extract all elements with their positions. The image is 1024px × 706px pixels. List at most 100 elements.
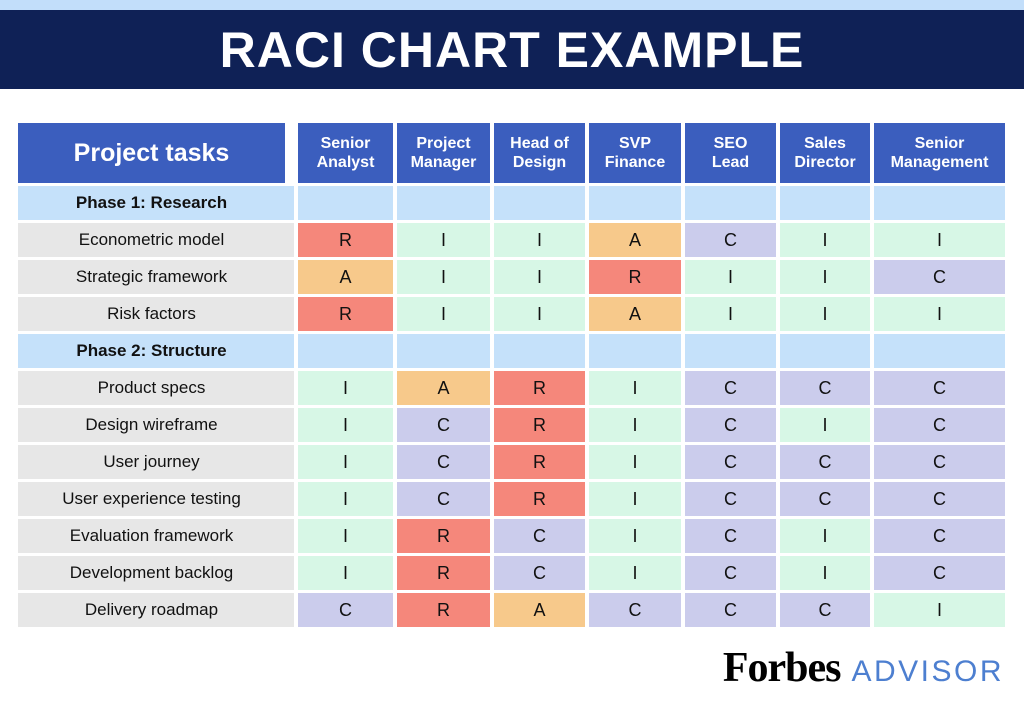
raci-cell: I [298, 445, 393, 479]
phase-spacer-cell [494, 334, 585, 368]
raci-cell: I [780, 297, 870, 331]
task-label: Econometric model [18, 223, 294, 257]
raci-cell: I [780, 519, 870, 553]
phase-spacer-cell [397, 186, 490, 220]
top-accent-strip [0, 0, 1024, 10]
raci-cell: C [685, 519, 776, 553]
phase-spacer-cell [780, 186, 870, 220]
raci-cell: C [874, 260, 1005, 294]
raci-cell: A [494, 593, 585, 627]
phase-spacer-cell [298, 334, 393, 368]
phase-spacer-cell [397, 334, 490, 368]
raci-cell: I [298, 371, 393, 405]
raci-cell: I [494, 260, 585, 294]
phase-spacer-cell [589, 186, 681, 220]
raci-cell: I [589, 371, 681, 405]
raci-cell: C [397, 482, 490, 516]
raci-cell: C [874, 556, 1005, 590]
raci-cell: I [589, 482, 681, 516]
raci-cell: R [494, 408, 585, 442]
raci-cell: I [298, 556, 393, 590]
raci-cell: R [397, 519, 490, 553]
raci-cell: C [874, 519, 1005, 553]
raci-cell: A [589, 223, 681, 257]
raci-cell: R [494, 482, 585, 516]
raci-cell: I [780, 223, 870, 257]
raci-cell: I [685, 260, 776, 294]
raci-cell: A [298, 260, 393, 294]
raci-cell: I [589, 408, 681, 442]
phase-spacer-cell [685, 186, 776, 220]
task-label: User journey [18, 445, 294, 479]
raci-cell: C [685, 556, 776, 590]
phase-row: Phase 2: Structure [18, 334, 1005, 368]
raci-cell: C [589, 593, 681, 627]
raci-cell: C [780, 445, 870, 479]
raci-cell: R [494, 445, 585, 479]
raci-cell: C [494, 519, 585, 553]
raci-cell: I [685, 297, 776, 331]
raci-cell: C [397, 445, 490, 479]
raci-cell: I [494, 223, 585, 257]
raci-cell: I [397, 260, 490, 294]
raci-cell: C [494, 556, 585, 590]
raci-cell: I [780, 260, 870, 294]
raci-cell: R [298, 297, 393, 331]
raci-cell: R [397, 556, 490, 590]
raci-cell: I [874, 297, 1005, 331]
raci-cell: I [298, 482, 393, 516]
raci-cell: C [685, 593, 776, 627]
raci-cell: A [589, 297, 681, 331]
raci-cell: I [298, 408, 393, 442]
title-band: RACI CHART EXAMPLE [0, 10, 1024, 89]
raci-cell: I [589, 519, 681, 553]
task-label: Risk factors [18, 297, 294, 331]
raci-cell: R [298, 223, 393, 257]
raci-cell: A [397, 371, 490, 405]
raci-cell: C [685, 371, 776, 405]
task-label: Design wireframe [18, 408, 294, 442]
raci-cell: I [780, 408, 870, 442]
raci-cell: I [780, 556, 870, 590]
raci-cell: I [874, 223, 1005, 257]
phase-spacer-cell [494, 186, 585, 220]
raci-cell: R [494, 371, 585, 405]
advisor-wordmark: ADVISOR [851, 655, 1004, 688]
raci-cell: C [874, 408, 1005, 442]
phase-spacer-cell [780, 334, 870, 368]
task-label: Development backlog [18, 556, 294, 590]
raci-cell: I [874, 593, 1005, 627]
raci-cell: C [874, 482, 1005, 516]
raci-cell: C [685, 408, 776, 442]
task-label: Product specs [18, 371, 294, 405]
raci-cell: R [589, 260, 681, 294]
raci-cell: I [494, 297, 585, 331]
phase-row-label: Phase 1: Research [18, 186, 294, 220]
raci-cell: I [589, 445, 681, 479]
raci-cell: C [298, 593, 393, 627]
phase-spacer-cell [685, 334, 776, 368]
forbes-logo: Forbes [722, 645, 842, 691]
raci-cell: C [685, 482, 776, 516]
raci-cell: I [589, 556, 681, 590]
raci-cell: R [397, 593, 490, 627]
raci-cell: I [397, 297, 490, 331]
phase-spacer-cell [874, 334, 1005, 368]
raci-cell: C [397, 408, 490, 442]
